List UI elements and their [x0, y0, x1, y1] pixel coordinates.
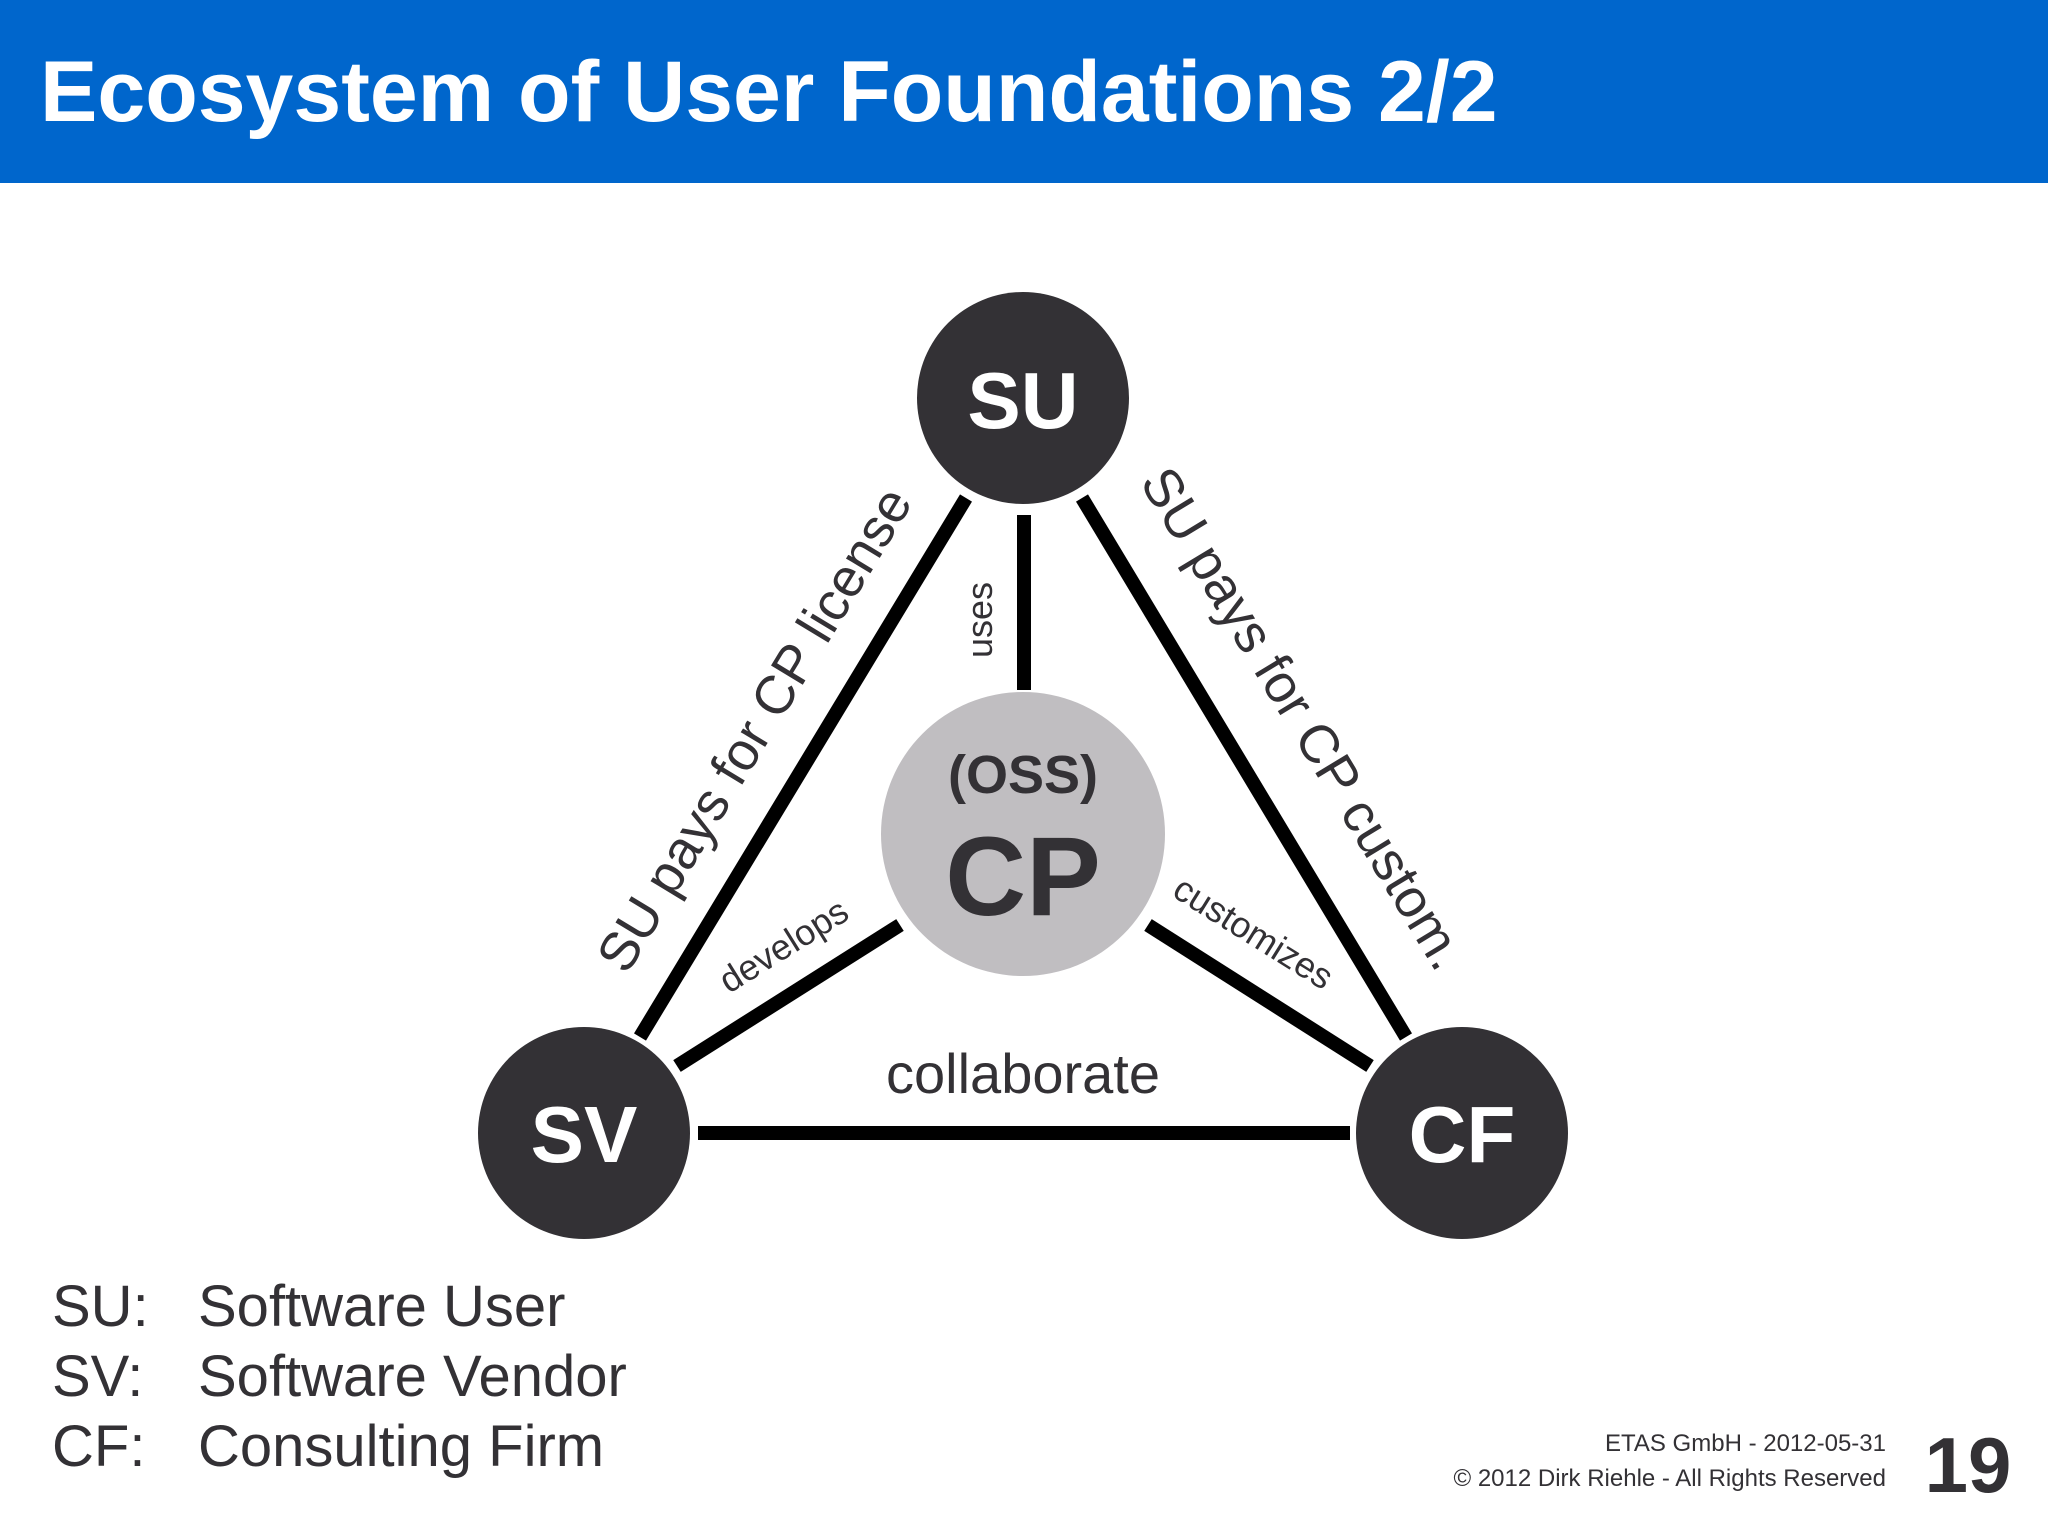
cp-oss-label: (OSS): [948, 745, 1098, 805]
legend: SU: Software User SV: Software Vendor CF…: [52, 1272, 627, 1482]
cp-label: CP: [945, 814, 1101, 939]
edge-label-license: SU pays for CP license: [585, 477, 923, 982]
legend-abbr: CF:: [52, 1414, 146, 1479]
edge-label-uses: uses: [959, 582, 1000, 658]
cf-node: [1356, 1027, 1568, 1239]
edge-cf-cp: [1144, 919, 1374, 1072]
page-number: 19: [1924, 1421, 2012, 1509]
title-bar: Ecosystem of User Foundations 2/2: [0, 0, 2048, 183]
legend-item-sv: SV: Software Vendor: [52, 1342, 627, 1412]
slide-title: Ecosystem of User Foundations 2/2: [40, 44, 1498, 140]
legend-text: Consulting Firm: [198, 1414, 605, 1479]
su-label: SU: [967, 356, 1078, 445]
legend-item-su: SU: Software User: [52, 1272, 627, 1342]
legend-abbr: SV:: [52, 1344, 144, 1409]
edge-su-sv: [634, 494, 972, 1041]
su-node: [917, 292, 1129, 504]
footer-copyright: © 2012 Dirk Riehle - All Rights Reserved: [1453, 1465, 1886, 1492]
legend-text: Software User: [198, 1274, 566, 1339]
cf-label: CF: [1409, 1090, 1516, 1179]
footer-company-date: ETAS GmbH - 2012-05-31: [1604, 1430, 1886, 1457]
footer: ETAS GmbH - 2012-05-31 © 2012 Dirk Riehl…: [1453, 1426, 1886, 1496]
edge-sv-cp: [673, 919, 904, 1072]
sv-node: [478, 1027, 690, 1239]
legend-text: Software Vendor: [198, 1344, 627, 1409]
sv-label: SV: [531, 1090, 638, 1179]
edge-su-cf: [1076, 494, 1412, 1041]
legend-item-cf: CF: Consulting Firm: [52, 1412, 627, 1482]
edge-label-collaborate: collaborate: [886, 1042, 1160, 1105]
legend-abbr: SU:: [52, 1274, 149, 1339]
cp-node: [881, 692, 1165, 976]
edge-label-develops: develops: [711, 890, 855, 1001]
